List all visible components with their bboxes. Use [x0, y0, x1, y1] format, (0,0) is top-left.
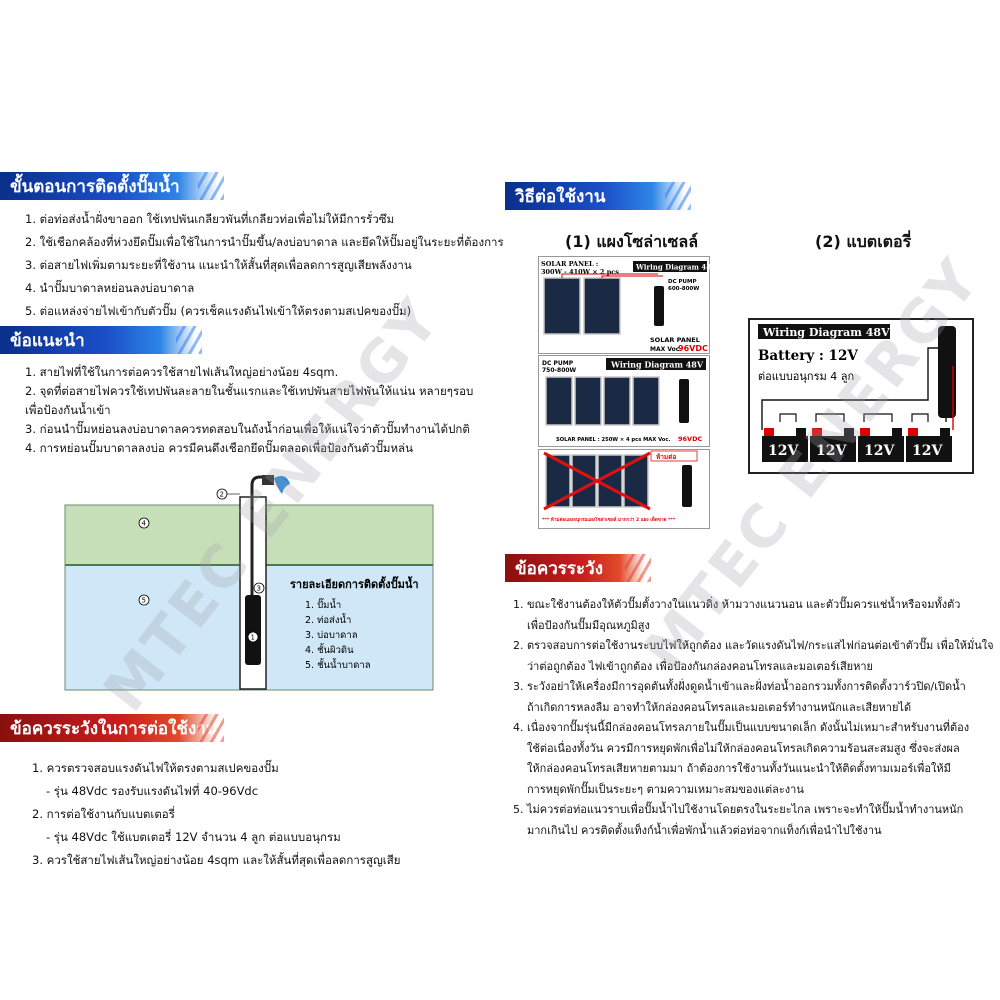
- list-item: ให้กล่องคอนโทรลเสียหายตามมา ถ้าต้องการใช…: [527, 762, 951, 775]
- battery-cell-label: 12V: [768, 443, 799, 459]
- install-steps-banner: ขั้นตอนการติดตั้งปั๊มน้ำ: [0, 172, 224, 200]
- list-item: 3. ต่อสายไฟเพิ่มตามระยะที่ใช้งาน แนะนำให…: [25, 258, 412, 272]
- connect-title: วิธีต่อใช้งาน: [515, 186, 606, 207]
- list-item: 2. ตรวจสอบการต่อใช้งานระบบไฟให้ถูกต้อง แ…: [513, 639, 994, 652]
- d1-panel-spec: 300W - 410W × 2 pcs: [541, 268, 619, 276]
- battery-cell-label: 12V: [816, 443, 847, 459]
- advice-banner: ข้อแนะนำ: [0, 326, 202, 354]
- list-item: ถ้าเกิดการหลงลืม อาจทำให้กล่องคอนโทรลและ…: [527, 700, 912, 714]
- list-item: เพื่อป้องกันน้ำเข้า: [25, 403, 111, 417]
- list-item: 1. ขณะใช้งานต้องให้ตัวปั๊มตั้งวางในแนวดิ…: [513, 598, 961, 611]
- pump-body: [245, 595, 261, 665]
- marker-2: 2: [220, 491, 224, 499]
- d1-pump-power: 600-800W: [668, 286, 699, 292]
- marker-4: 4: [142, 520, 147, 528]
- marker-1: 1: [251, 634, 255, 642]
- well-legend-item: 4. ชั้นผิวดิน: [305, 643, 354, 656]
- usage-caution-title: ข้อควรระวังในการต่อใช้งาน: [10, 718, 218, 739]
- list-item: มากเกินไป ควรติดตั้งแท็งก์น้ำเพื่อพักน้ำ…: [527, 823, 882, 837]
- battery-diagram-title: Wiring Diagram 48V: [762, 326, 890, 339]
- list-item: 3. ควรใช้สายไฟเส้นใหญ่อย่างน้อย 4sqm และ…: [32, 853, 401, 867]
- d1-footer-volt: 96VDC: [678, 344, 708, 353]
- battery-label: Battery : 12V: [758, 348, 858, 364]
- list-item: 4. นำปั๊มบาดาลหย่อนลงบ่อบาดาล: [25, 281, 195, 295]
- list-item: 4. เนื่องจากปั๊มรุ่นนี้มีกล่องคอนโทรลภาย…: [513, 721, 970, 734]
- caution-title: ข้อควรระวัง: [515, 558, 603, 579]
- option-solar-label: (1) แผงโซล่าเซลล์: [565, 232, 699, 251]
- battery-diagram: Wiring Diagram 48V Battery : 12V ต่อแบบอ…: [748, 318, 974, 474]
- d1-footer-2: MAX Voc.: [650, 346, 682, 353]
- list-item: 4. การหย่อนปั๊มบาดาลลงบ่อ ควรมีคนดึงเชือ…: [25, 441, 413, 455]
- list-item: 2. การต่อใช้งานกับแบตเตอรี่: [32, 807, 175, 821]
- d1-title: Wiring Diagram 48V: [635, 263, 710, 272]
- d2-footer: SOLAR PANEL : 250W × 4 pcs MAX Voc.: [556, 437, 670, 443]
- list-item: เพื่อป้องกันปั๊มมีอุณหภูมิสูง: [527, 618, 650, 632]
- delivery-pipe: [250, 475, 265, 595]
- d2-pump-power: 750-800W: [542, 367, 577, 374]
- d2-title: Wiring Diagram 48V: [610, 360, 704, 370]
- well-legend-title: รายละเอียดการติดตั้งปั๊มน้ำ: [290, 576, 419, 591]
- d3-warning: ห้ามต่อ: [656, 452, 676, 461]
- well-legend-item: 2. ท่อส่งน้ำ: [305, 613, 351, 626]
- d1-footer-1: SOLAR PANEL: [650, 336, 700, 344]
- well-legend-item: 1. ปั๊มน้ำ: [305, 597, 341, 611]
- install-steps-list: 1. ต่อท่อส่งน้ำฝั่งขาออก ใช้เทปพันเกลียว…: [25, 208, 504, 323]
- battery-cell-label: 12V: [864, 443, 895, 459]
- option-battery-label: (2) แบตเตอรี่: [815, 232, 912, 251]
- list-item: 5. ไม่ควรต่อท่อแนวราบเพื่อปั๊มน้ำไปใช้งา…: [513, 803, 964, 816]
- list-item: 2. ใช้เชือกคล้องที่ห่วงยึดปั๊มเพื่อใช้ใน…: [25, 235, 504, 249]
- advice-title: ข้อแนะนำ: [10, 330, 85, 351]
- list-item: 2. จุดที่ต่อสายไฟควรใช้เทปพันละลายในชั้น…: [25, 384, 474, 398]
- caution-banner: ข้อควรระวัง: [505, 554, 651, 582]
- d1-pump-label: DC PUMP: [668, 279, 697, 285]
- solar-diagram-1: SOLAR PANEL : 300W - 410W × 2 pcs Wiring…: [538, 256, 710, 354]
- usage-caution-list: 1. ควรตรวจสอบแรงดันไฟให้ตรงตามสเปคของปั๊…: [32, 757, 400, 872]
- advice-list: 1. สายไฟที่ใช้ในการต่อควรใช้สายไฟเส้นใหญ…: [25, 363, 473, 458]
- list-item: 1. ควรตรวจสอบแรงดันไฟให้ตรงตามสเปคของปั๊…: [32, 761, 279, 775]
- solar-diagram-2: DC PUMP 750-800W Wiring Diagram 48V SOLA…: [538, 355, 710, 447]
- list-item: - รุ่น 48Vdc ใช้แบตเตอรี่ 12V จำนวน 4 ลู…: [46, 830, 341, 844]
- pump-icon: [938, 326, 956, 418]
- marker-3: 3: [257, 585, 261, 593]
- d1-panel-label: SOLAR PANEL :: [541, 260, 598, 268]
- list-item: ว่าต่อถูกต้อง ไฟเข้าถูกต้อง เพื่อป้องกัน…: [527, 659, 873, 673]
- battery-cell-label: 12V: [912, 443, 943, 459]
- list-item: 1. ต่อท่อส่งน้ำฝั่งขาออก ใช้เทปพันเกลียว…: [25, 212, 395, 226]
- list-item: การหยุดพักปั๊มเป็นระยะๆ ตามความเหมาะสมขอ…: [527, 782, 804, 796]
- well-legend-item: 5. ชั้นน้ำบาดาล: [305, 658, 371, 671]
- usage-caution-banner: ข้อควรระวังในการต่อใช้งาน: [0, 714, 224, 742]
- list-item: 1. สายไฟที่ใช้ในการต่อควรใช้สายไฟเส้นใหญ…: [25, 365, 339, 379]
- list-item: 3. ก่อนนำปั๊มหย่อนลงบ่อบาดาลควรทดสอบในถั…: [25, 422, 470, 436]
- series-label: ต่อแบบอนุกรม 4 ลูก: [758, 370, 854, 383]
- list-item: ใช้ต่อเนื่องทั้งวัน ควรมีการหยุดพักเพื่อ…: [527, 741, 960, 755]
- well-installation-diagram: 4 5 2 3 1 รายละเอียดการติดตั้งปั๊มน้ำ 1.…: [64, 475, 434, 691]
- solar-diagram-3: ห้ามต่อ *** ห้ามต่อแผงอนุกรมแผงโซล่าเซลล…: [538, 449, 710, 529]
- battery-cells: [762, 436, 952, 462]
- list-item: 3. ระวังอย่าให้เครื่องมีการอุดตันทั้งฝั่…: [513, 680, 966, 693]
- d3-footer: *** ห้ามต่อแผงอนุกรมแผงโซล่าเซลล์ มากกว่…: [542, 515, 676, 523]
- marker-5: 5: [142, 597, 146, 605]
- d2-pump-label: DC PUMP: [542, 360, 574, 367]
- well-legend-item: 3. บ่อบาดาล: [305, 630, 358, 641]
- water-outflow-icon: [274, 476, 290, 494]
- list-item: 5. ต่อแหล่งจ่ายไฟเข้ากับตัวปั๊ม (ควรเช็ค…: [25, 304, 412, 318]
- list-item: - รุ่น 48Vdc รองรับแรงดันไฟที่ 40-96Vdc: [46, 784, 259, 798]
- caution-list: 1. ขณะใช้งานต้องให้ตัวปั๊มตั้งวางในแนวดิ…: [513, 595, 994, 841]
- d2-footer-volt: 96VDC: [678, 435, 702, 443]
- connect-banner: วิธีต่อใช้งาน: [505, 182, 691, 210]
- install-steps-title: ขั้นตอนการติดตั้งปั๊มน้ำ: [10, 176, 180, 197]
